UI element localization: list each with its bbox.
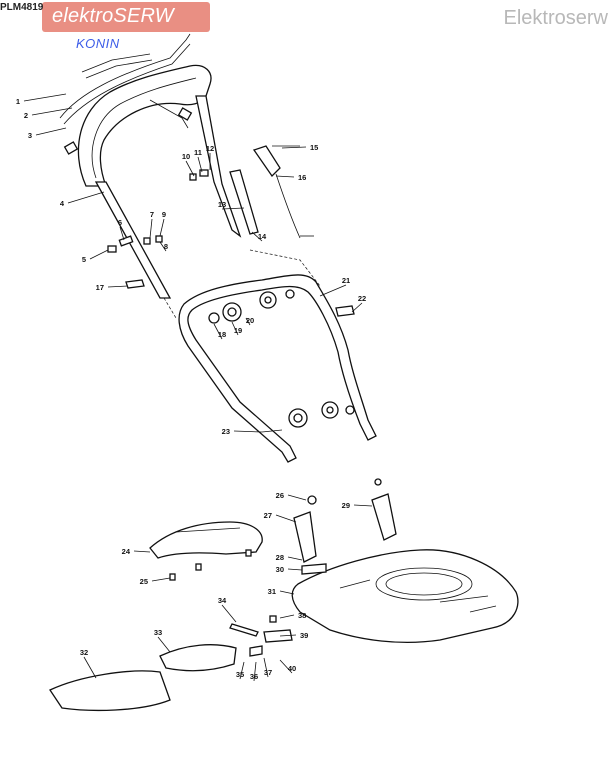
catcher-parts bbox=[49, 549, 293, 712]
part-label-12: 12 bbox=[206, 144, 214, 153]
part-label-36: 36 bbox=[250, 672, 258, 681]
part-label-8: 8 bbox=[164, 242, 168, 251]
leader-line-9 bbox=[159, 218, 165, 237]
leader-line-5 bbox=[89, 249, 109, 260]
leader-line-13 bbox=[221, 207, 245, 210]
leader-line-15 bbox=[281, 146, 307, 149]
handle-tube-right bbox=[195, 95, 242, 238]
part-label-28: 28 bbox=[276, 553, 284, 562]
leader-line-36 bbox=[253, 661, 257, 682]
leader-line-39 bbox=[279, 634, 297, 637]
leader-line-17 bbox=[107, 285, 129, 288]
lower-handle bbox=[178, 274, 377, 463]
part-label-20: 20 bbox=[246, 316, 254, 325]
leader-line-35 bbox=[239, 661, 245, 680]
leader-line-6 bbox=[119, 226, 125, 241]
part-label-34: 34 bbox=[218, 596, 227, 605]
leader-line-40 bbox=[279, 659, 293, 674]
leader-line-21 bbox=[319, 284, 347, 297]
part-label-14: 14 bbox=[258, 232, 267, 241]
mower-deck bbox=[291, 549, 519, 644]
part-label-24: 24 bbox=[122, 547, 131, 556]
part-label-37: 37 bbox=[264, 668, 272, 677]
part-label-11: 11 bbox=[194, 148, 202, 157]
part-label-23: 23 bbox=[222, 427, 230, 436]
leader-line-25 bbox=[151, 577, 171, 582]
leader-line-7 bbox=[149, 218, 153, 239]
part-label-7: 7 bbox=[150, 210, 154, 219]
part-label-32: 32 bbox=[80, 648, 88, 657]
part-label-6: 6 bbox=[118, 218, 122, 227]
height-knobs bbox=[208, 289, 355, 428]
upper-handle bbox=[77, 64, 212, 187]
part-label-3: 3 bbox=[28, 131, 32, 140]
part-label-33: 33 bbox=[154, 628, 162, 637]
leader-line-11 bbox=[197, 156, 203, 173]
watermark: Elektroserw bbox=[503, 7, 608, 29]
part-label-35: 35 bbox=[236, 670, 244, 679]
throttle-assembly bbox=[189, 145, 314, 239]
leader-line-20 bbox=[245, 317, 251, 326]
part-label-26: 26 bbox=[276, 491, 284, 500]
part-label-38: 38 bbox=[298, 611, 306, 620]
part-label-29: 29 bbox=[342, 501, 350, 510]
handle-tube-left bbox=[94, 181, 172, 299]
part-label-21: 21 bbox=[342, 276, 350, 285]
part-label-19: 19 bbox=[234, 326, 242, 335]
leader-line-30 bbox=[287, 568, 303, 571]
leader-line-24 bbox=[133, 550, 151, 553]
leader-line-32 bbox=[83, 656, 97, 679]
leader-line-16 bbox=[275, 175, 295, 178]
leader-line-26 bbox=[287, 494, 307, 501]
leader-line-23 bbox=[233, 430, 263, 433]
small-hardware bbox=[107, 235, 355, 433]
rear-flap bbox=[149, 521, 263, 559]
part-label-5: 5 bbox=[82, 255, 86, 264]
leader-line-38 bbox=[279, 614, 295, 619]
part-label-40: 40 bbox=[288, 664, 296, 673]
logo-text: elektroSERW bbox=[52, 5, 174, 27]
leader-line-1 bbox=[23, 93, 67, 102]
leader-line-37 bbox=[263, 657, 269, 678]
leader-line-31 bbox=[279, 590, 295, 595]
leader-line-18 bbox=[213, 323, 223, 340]
leader-line-8 bbox=[159, 241, 167, 252]
leader-line-4 bbox=[67, 191, 105, 204]
leader-line-14 bbox=[251, 231, 263, 242]
part-label-2: 2 bbox=[24, 111, 28, 120]
model-code: PLM4819 bbox=[0, 2, 44, 13]
leader-line-34 bbox=[221, 604, 237, 623]
part-label-22: 22 bbox=[358, 294, 366, 303]
part-label-15: 15 bbox=[310, 143, 318, 152]
part-label-25: 25 bbox=[140, 577, 148, 586]
part-label-10: 10 bbox=[182, 152, 190, 161]
leader-line-27 bbox=[275, 514, 297, 523]
part-label-16: 16 bbox=[298, 173, 306, 182]
part-label-31: 31 bbox=[268, 587, 276, 596]
logo-badge bbox=[42, 2, 210, 32]
leader-line-33 bbox=[157, 636, 171, 653]
leader-line-10 bbox=[185, 160, 195, 177]
rear-brackets bbox=[293, 478, 397, 575]
part-label-30: 30 bbox=[276, 565, 284, 574]
leader-line-2 bbox=[31, 107, 73, 116]
cable-bracket bbox=[59, 33, 193, 155]
part-label-17: 17 bbox=[96, 283, 104, 292]
leader-line-3 bbox=[35, 127, 67, 136]
part-label-4: 4 bbox=[60, 199, 65, 208]
leader-line-29 bbox=[353, 504, 373, 507]
part-label-1: 1 bbox=[16, 97, 20, 106]
part-label-18: 18 bbox=[218, 330, 226, 339]
part-label-27: 27 bbox=[264, 511, 272, 520]
leader-line-19 bbox=[231, 321, 239, 336]
part-label-39: 39 bbox=[300, 631, 308, 640]
leader-line-22 bbox=[351, 302, 363, 313]
logo-city: KONIN bbox=[76, 36, 120, 51]
leader-line-28 bbox=[287, 556, 303, 561]
part-label-9: 9 bbox=[162, 210, 166, 219]
part-label-13: 13 bbox=[218, 200, 226, 209]
